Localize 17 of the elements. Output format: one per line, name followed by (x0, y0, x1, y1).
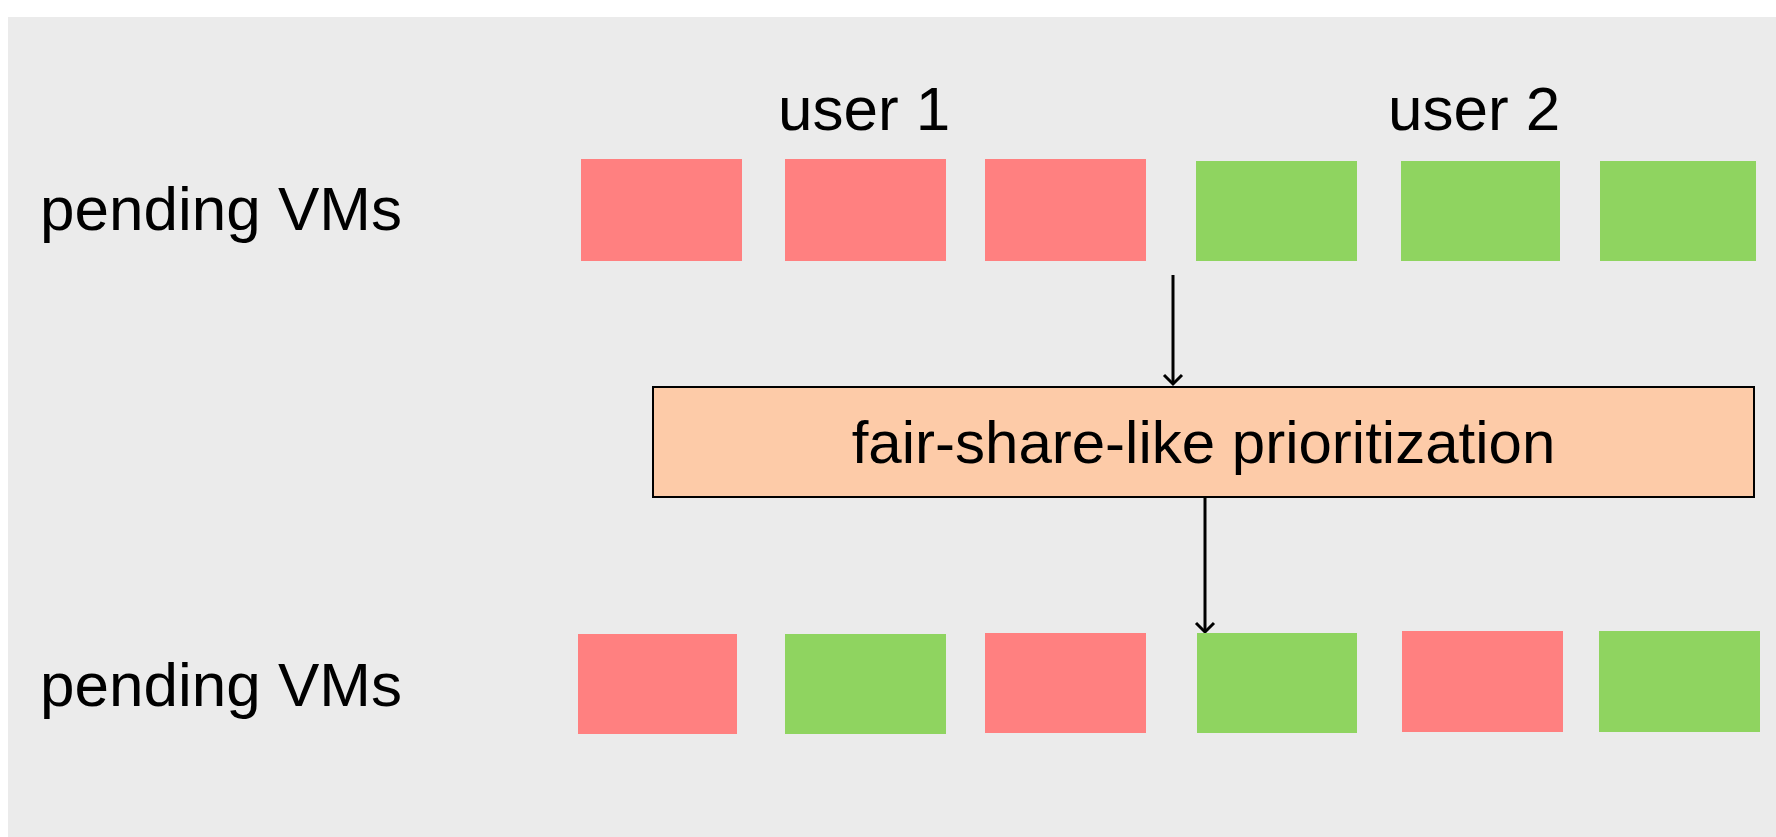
arrow (1194, 498, 1216, 634)
user-label: user 1 (778, 78, 951, 140)
user-label: user 2 (1388, 78, 1561, 140)
vm-block (985, 159, 1146, 261)
vm-block (1196, 161, 1357, 261)
vm-block (1599, 631, 1760, 732)
vm-block (785, 634, 946, 734)
vm-block (1401, 161, 1560, 261)
vm-block (985, 633, 1146, 733)
vm-block (785, 159, 946, 261)
vm-block (1197, 633, 1357, 733)
vm-block (578, 634, 737, 734)
process-box: fair-share-like prioritization (652, 386, 1755, 498)
arrow (1162, 275, 1184, 386)
vm-block (581, 159, 742, 261)
vm-block (1600, 161, 1756, 261)
vm-block (1402, 631, 1563, 732)
